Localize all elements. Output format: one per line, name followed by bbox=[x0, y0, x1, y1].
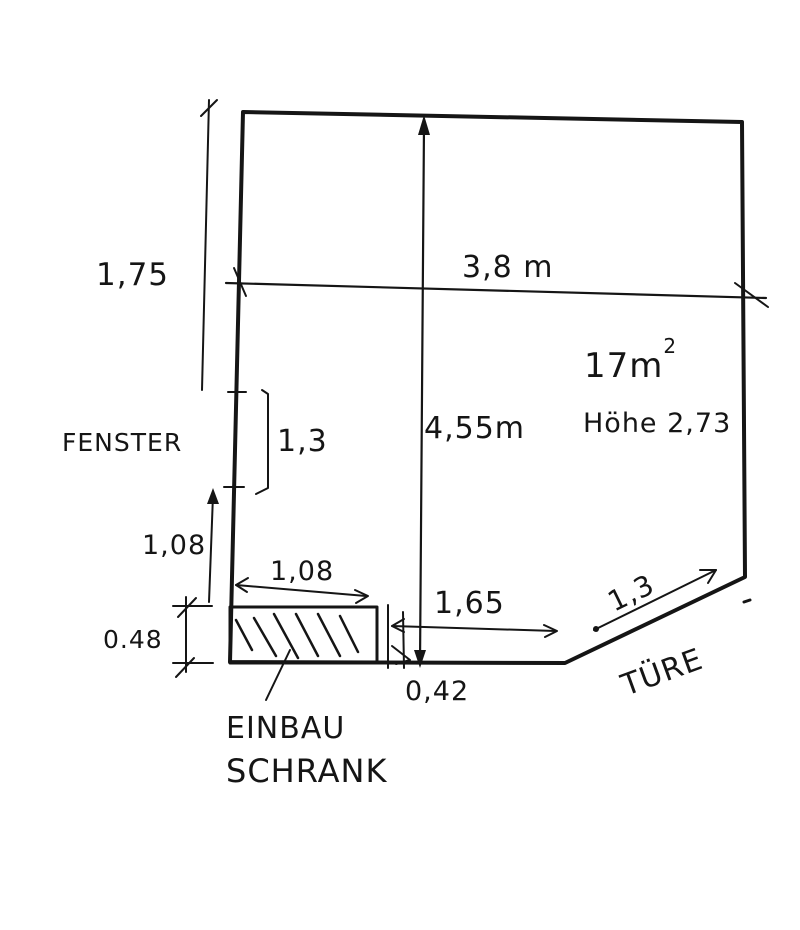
door-width-label: 1,3 bbox=[603, 568, 660, 618]
door-width-arrow bbox=[699, 569, 717, 584]
wardrobe-label-line1: EINBAU bbox=[226, 711, 345, 746]
width-tick-left bbox=[233, 267, 247, 297]
wardrobe-gap-label: 0,42 bbox=[405, 676, 469, 707]
window-width-label: 1,3 bbox=[277, 424, 328, 459]
door-stub-mark bbox=[742, 598, 752, 604]
height-below-window-label: 1,08 bbox=[142, 530, 206, 561]
ceiling-height-label: Höhe 2,73 bbox=[583, 408, 731, 439]
wall-to-door-arrow-right bbox=[543, 624, 558, 638]
gap-arrow bbox=[391, 645, 411, 665]
wardrobe-width-arrow-right bbox=[354, 589, 369, 604]
wardrobe-depth-label: 0.48 bbox=[103, 625, 163, 654]
height-below-window-arrowhead bbox=[207, 488, 219, 504]
room-outline bbox=[228, 110, 747, 665]
height-above-window-tick-top bbox=[200, 99, 218, 117]
door-width-start-dot bbox=[593, 626, 599, 632]
wardrobe-label-pointer bbox=[265, 649, 291, 701]
wardrobe-width-line bbox=[235, 584, 367, 597]
wardrobe-width-label: 1,08 bbox=[270, 556, 334, 587]
wardrobe-rect bbox=[228, 605, 379, 665]
height-below-window-line bbox=[208, 494, 214, 603]
wardrobe-width-arrow-left bbox=[235, 577, 249, 593]
window-width-bracket bbox=[255, 389, 269, 495]
window-label: FENSTER bbox=[62, 428, 182, 457]
wardrobe-depth-slash-bottom bbox=[175, 657, 195, 678]
area-exponent: 2 bbox=[663, 334, 677, 358]
wardrobe-hatching bbox=[234, 612, 360, 660]
width-tick-right bbox=[734, 282, 769, 308]
depth-arrowhead-bottom bbox=[414, 650, 426, 668]
gap-tick-right bbox=[402, 611, 405, 669]
wall-to-door-arrow-left bbox=[391, 618, 405, 633]
height-above-window-label: 1,75 bbox=[96, 257, 169, 293]
wardrobe-label-line2: SCHRANK bbox=[226, 752, 387, 790]
door-label: TÜRE bbox=[615, 641, 707, 704]
room-width-label: 3,8 m bbox=[462, 250, 553, 285]
height-above-window-line bbox=[201, 99, 210, 391]
depth-dimension-line bbox=[418, 123, 426, 666]
area-value: 17m bbox=[584, 346, 663, 386]
width-dimension-line bbox=[224, 281, 768, 300]
wall-to-door-label: 1,65 bbox=[434, 586, 505, 621]
area-label: 17m2 bbox=[584, 334, 677, 386]
depth-arrowhead-top bbox=[418, 115, 430, 135]
room-depth-label: 4,55m bbox=[424, 411, 525, 446]
wall-to-door-line bbox=[391, 625, 557, 632]
door-width-line bbox=[593, 569, 717, 631]
wardrobe-depth-slash-top bbox=[177, 597, 197, 618]
